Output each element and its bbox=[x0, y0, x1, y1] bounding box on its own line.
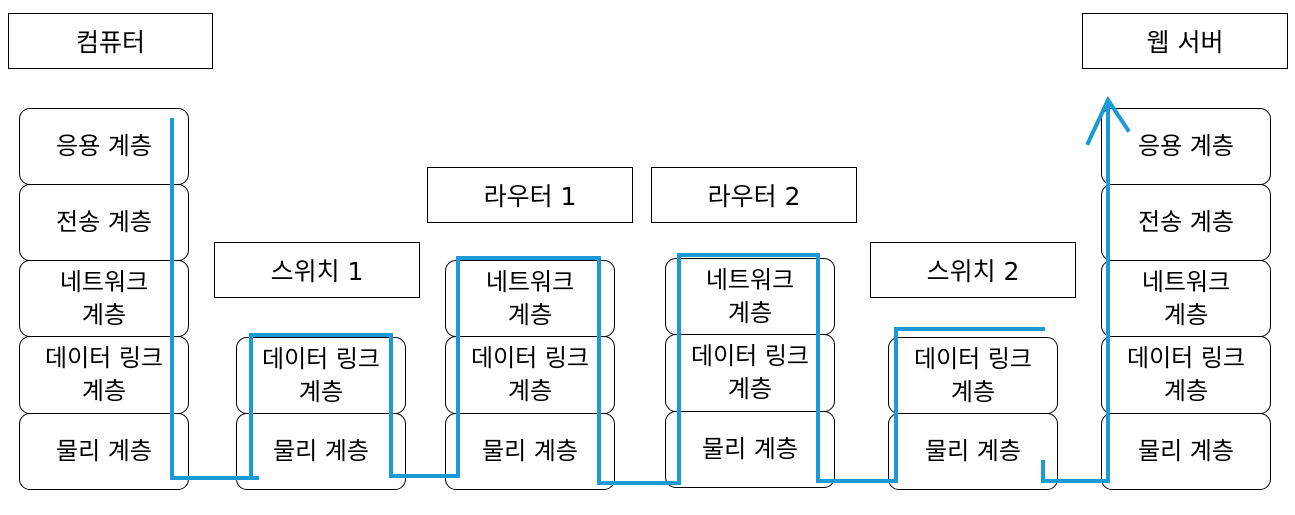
layer-text: 물리 계층 bbox=[925, 437, 1021, 465]
layer-text: 물리 계층 bbox=[56, 437, 152, 465]
switch2-datalink-layer: 데이터 링크 계층 bbox=[888, 337, 1058, 414]
web-server-label-text: 웹 서버 bbox=[1146, 28, 1224, 57]
switch1-label: 스위치 1 bbox=[214, 242, 420, 298]
layer-text-line2: 계층 bbox=[81, 377, 127, 405]
switch1-label-text: 스위치 1 bbox=[270, 257, 364, 286]
layer-text: 물리 계층 bbox=[1138, 437, 1234, 465]
router2-label: 라우터 2 bbox=[651, 167, 857, 223]
switch2-physical-layer: 물리 계층 bbox=[888, 413, 1058, 490]
router1-label: 라우터 1 bbox=[427, 167, 633, 223]
layer-text-line1: 데이터 링크 bbox=[470, 344, 590, 372]
computer-transport-layer: 전송 계층 bbox=[19, 184, 189, 261]
server-physical-layer: 물리 계층 bbox=[1101, 413, 1271, 490]
layer-text: 물리 계층 bbox=[482, 437, 578, 465]
layer-text: 전송 계층 bbox=[1138, 208, 1234, 236]
router1-datalink-layer: 데이터 링크 계층 bbox=[445, 336, 615, 414]
server-application-layer: 응용 계층 bbox=[1101, 108, 1271, 185]
server-datalink-layer: 데이터 링크 계층 bbox=[1101, 336, 1271, 414]
router1-label-text: 라우터 1 bbox=[483, 182, 577, 211]
switch1-datalink-layer: 데이터 링크 계층 bbox=[236, 337, 406, 414]
layer-text: 전송 계층 bbox=[56, 208, 152, 236]
layer-text-line2: 계층 bbox=[81, 300, 127, 329]
server-network-layer: 네트워크 계층 bbox=[1101, 260, 1271, 337]
computer-datalink-layer: 데이터 링크 계층 bbox=[19, 336, 189, 414]
layer-text: 응용 계층 bbox=[56, 132, 152, 160]
layer-text-line1: 데이터 링크 bbox=[690, 342, 810, 370]
layer-text-line2: 계층 bbox=[727, 375, 773, 403]
layer-text: 물리 계층 bbox=[273, 437, 369, 465]
computer-label-text: 컴퓨터 bbox=[75, 28, 145, 57]
computer-physical-layer: 물리 계층 bbox=[19, 413, 189, 490]
layer-text: 물리 계층 bbox=[702, 435, 798, 463]
switch1-physical-layer: 물리 계층 bbox=[236, 413, 406, 490]
layer-text: 응용 계층 bbox=[1138, 132, 1234, 160]
router1-physical-layer: 물리 계층 bbox=[445, 413, 615, 490]
layer-text-line1: 데이터 링크 bbox=[261, 344, 381, 373]
layer-text-line2: 계층 bbox=[298, 377, 344, 406]
layer-text-line1: 네트워크 bbox=[485, 267, 575, 296]
computer-network-layer: 네트워크 계층 bbox=[19, 260, 189, 337]
computer-label: 컴퓨터 bbox=[8, 13, 213, 69]
layer-text-line2: 계층 bbox=[727, 298, 773, 327]
server-transport-layer: 전송 계층 bbox=[1101, 184, 1271, 261]
layer-text-line1: 데이터 링크 bbox=[1126, 344, 1246, 372]
router2-datalink-layer: 데이터 링크 계층 bbox=[665, 334, 835, 412]
layer-text-line1: 네트워크 bbox=[705, 265, 795, 294]
layer-text-line1: 네트워크 bbox=[1141, 267, 1231, 296]
computer-application-layer: 응용 계층 bbox=[19, 108, 189, 185]
layer-text-line2: 계층 bbox=[507, 300, 553, 329]
router2-physical-layer: 물리 계층 bbox=[665, 411, 835, 488]
layer-text-line1: 데이터 링크 bbox=[913, 344, 1033, 373]
switch2-label: 스위치 2 bbox=[870, 242, 1076, 298]
web-server-label: 웹 서버 bbox=[1082, 13, 1288, 69]
layer-text-line2: 계층 bbox=[950, 377, 996, 406]
router2-network-layer: 네트워크 계층 bbox=[665, 258, 835, 335]
layer-text-line2: 계층 bbox=[507, 377, 553, 405]
switch2-label-text: 스위치 2 bbox=[926, 257, 1020, 286]
layer-text-line2: 계층 bbox=[1163, 300, 1209, 329]
router2-label-text: 라우터 2 bbox=[707, 182, 801, 211]
layer-text-line1: 네트워크 bbox=[59, 267, 149, 296]
layer-text-line2: 계층 bbox=[1163, 377, 1209, 405]
router1-network-layer: 네트워크 계층 bbox=[445, 260, 615, 337]
layer-text-line1: 데이터 링크 bbox=[44, 344, 164, 372]
